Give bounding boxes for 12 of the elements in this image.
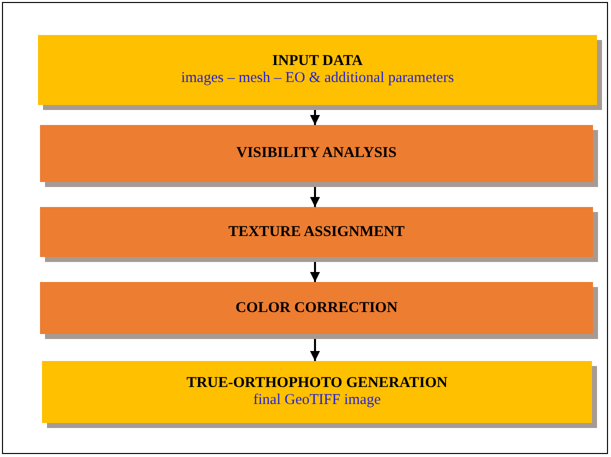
- process-box: [40, 207, 593, 257]
- box-title: INPUT DATA: [272, 53, 363, 70]
- box-title: COLOR CORRECTION: [235, 300, 398, 316]
- subtitle: final GeoTIFF image: [253, 392, 381, 409]
- box-title: TRUE-ORTHOPHOTO GENERATION: [186, 375, 448, 392]
- process-box: [40, 282, 593, 334]
- box-title: VISIBILITY ANALYSIS: [236, 145, 397, 162]
- box-title: TEXTURE ASSIGNMENT: [228, 224, 405, 240]
- process-box: [40, 125, 593, 182]
- data-box: [38, 35, 597, 105]
- data-box: [42, 361, 592, 423]
- subtitle: images – mesh – EO & additional parameters: [181, 70, 454, 87]
